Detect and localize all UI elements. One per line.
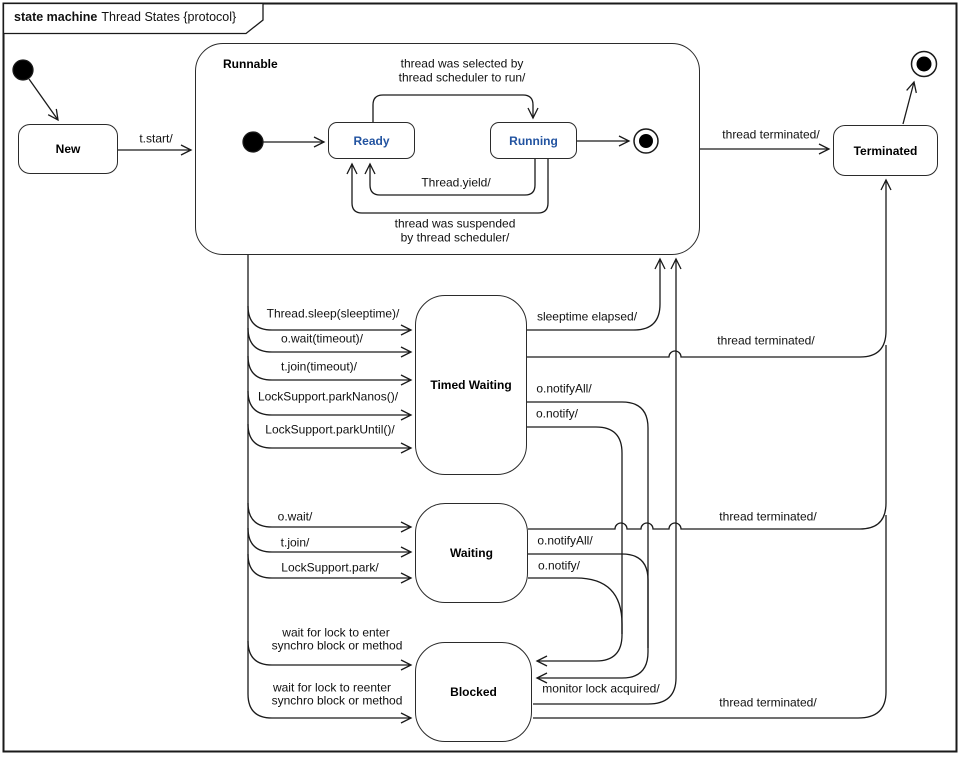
transition-terminated-label-tw: thread terminated/ — [717, 333, 815, 348]
transition-tw-notify-all-line — [527, 401, 649, 684]
transition-tw-notify-label: o.notify/ — [535, 406, 579, 421]
transition-yield-line — [364, 159, 536, 196]
diagram-title-name: Thread States {protocol} — [101, 10, 237, 24]
transition-selected-label-1: thread was selected by — [400, 56, 524, 71]
transition-t-start-label: t.start/ — [139, 131, 173, 146]
state-running: Running — [490, 122, 577, 159]
state-blocked: Blocked — [415, 642, 532, 742]
transition-wait-timeout-line — [247, 327, 413, 358]
initial-state-dot — [12, 59, 34, 81]
transition-wait-reenter-label-2: synchro block or method — [271, 693, 403, 708]
transition-w-notify-all-line — [528, 553, 649, 648]
runnable-final-inner — [639, 134, 653, 148]
state-waiting: Waiting — [415, 503, 528, 603]
transition-yield-label: Thread.yield/ — [421, 175, 491, 190]
transition-join-timeout-line — [247, 355, 413, 386]
transition-initial-to-new — [28, 78, 59, 122]
transition-park-nanos-label: LockSupport.parkNanos()/ — [257, 389, 399, 404]
state-terminated: Terminated — [833, 125, 938, 176]
transition-tw-notify-all-label: o.notifyAll/ — [536, 381, 592, 396]
transition-wait-reenter-label-1: wait for lock to reenter — [272, 680, 392, 695]
transition-terminated-label-w: thread terminated/ — [719, 509, 817, 524]
transition-b-terminated-line — [533, 515, 887, 719]
transition-sleep-label: Thread.sleep(sleeptime)/ — [266, 306, 400, 321]
transition-wait-timeout-label: o.wait(timeout)/ — [280, 331, 364, 346]
transition-o-wait-label: o.wait/ — [277, 509, 313, 524]
transition-t-join-line — [247, 527, 413, 558]
transition-w-notify-line — [528, 577, 623, 634]
transition-tw-notify-line — [527, 426, 623, 667]
state-waiting-label: Waiting — [450, 546, 493, 560]
state-running-label: Running — [509, 133, 558, 148]
transition-w-notify-label: o.notify/ — [537, 558, 581, 573]
transition-monitor-lock-label: monitor lock acquired/ — [542, 681, 660, 696]
state-timed-waiting-label: Timed Waiting — [430, 378, 512, 392]
transition-tw-terminated-line — [527, 178, 892, 358]
transition-selected-label-2: thread scheduler to run/ — [398, 70, 526, 85]
transition-wait-enter-label-1: wait for lock to enter — [282, 625, 390, 640]
transition-park-until-line — [247, 423, 413, 454]
transition-t-join-label: t.join/ — [280, 535, 310, 550]
state-timed-waiting: Timed Waiting — [415, 295, 527, 475]
transition-monitor-lock-line — [533, 257, 682, 705]
transition-terminated-final-line — [902, 80, 917, 125]
transition-sleep-line — [247, 305, 413, 336]
state-terminated-label: Terminated — [853, 143, 918, 158]
state-runnable-label: Runnable — [223, 57, 278, 71]
final-state-inner — [916, 56, 932, 72]
state-ready-label: Ready — [353, 133, 390, 148]
diagram-title-keyword: state machine — [14, 10, 98, 24]
state-blocked-label: Blocked — [450, 685, 497, 699]
transition-w-notify-all-label: o.notifyAll/ — [537, 533, 593, 548]
transition-terminated-label-b: thread terminated/ — [719, 695, 817, 710]
transition-suspended-label-2: by thread scheduler/ — [400, 230, 510, 245]
transition-wait-reenter-line — [247, 693, 413, 724]
state-new: New — [18, 124, 118, 174]
transition-terminated-label-top: thread terminated/ — [722, 127, 820, 142]
transition-suspended-line — [346, 159, 549, 214]
state-ready: Ready — [328, 122, 415, 159]
transition-w-terminated-line — [528, 345, 887, 530]
state-new-label: New — [55, 142, 81, 156]
transition-wait-enter-label-2: synchro block or method — [271, 638, 403, 653]
transition-o-wait-line — [247, 502, 413, 533]
transition-sleeptime-elapsed-line — [527, 257, 666, 331]
transition-suspended-label-1: thread was suspended — [394, 216, 516, 231]
transition-ready-running-line — [372, 94, 539, 122]
transition-park-nanos-line — [247, 390, 413, 421]
transition-sleeptime-elapsed-label: sleeptime elapsed/ — [536, 309, 638, 324]
frame-title-tab — [2, 2, 264, 35]
transition-park-line — [247, 553, 413, 584]
transition-park-until-label: LockSupport.parkUntil()/ — [265, 422, 395, 437]
transition-join-timeout-label: t.join(timeout)/ — [280, 359, 358, 374]
state-runnable: Runnable — [195, 43, 700, 255]
transition-wait-enter-line — [247, 640, 413, 671]
transition-park-label: LockSupport.park/ — [281, 560, 379, 575]
runnable-initial-dot — [242, 131, 264, 153]
